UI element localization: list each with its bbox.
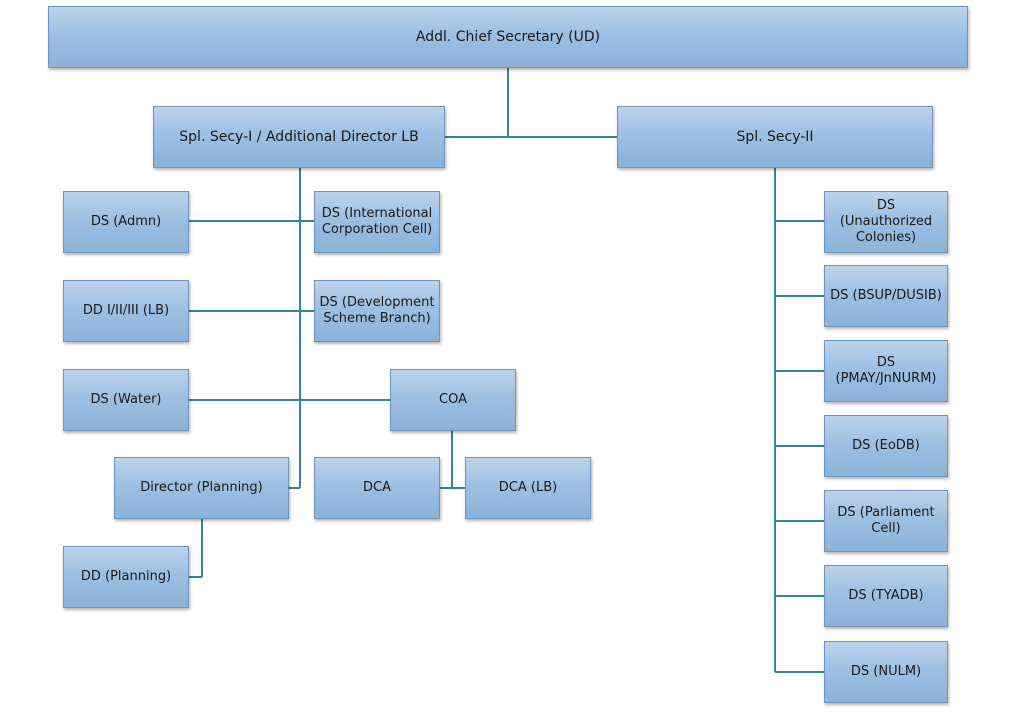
node-spl-secy-1: Spl. Secy-I / Additional Director LB — [153, 106, 445, 168]
node-ds-eodb: DS (EoDB) — [824, 415, 948, 477]
node-ds-bsup-dusib: DS (BSUP/DUSIB) — [824, 265, 948, 327]
node-ds-admn: DS (Admn) — [63, 191, 189, 253]
node-spl-secy-2: Spl. Secy-II — [617, 106, 933, 168]
node-ds-tyadb: DS (TYADB) — [824, 565, 948, 627]
node-ds-unauthorized-colonies: DS (Unauthorized Colonies) — [824, 191, 948, 253]
node-ds-parliament-cell: DS (Parliament Cell) — [824, 490, 948, 552]
node-ds-international-corporation-cell: DS (International Corporation Cell) — [314, 191, 440, 253]
node-director-planning: Director (Planning) — [114, 457, 289, 519]
node-dca: DCA — [314, 457, 440, 519]
node-dd-planning: DD (Planning) — [63, 546, 189, 608]
node-ds-pmay-jnnurm: DS (PMAY/JnNURM) — [824, 340, 948, 402]
node-dca-lb: DCA (LB) — [465, 457, 591, 519]
node-ds-development-scheme-branch: DS (Development Scheme Branch) — [314, 280, 440, 342]
node-ds-water: DS (Water) — [63, 369, 189, 431]
node-addl-chief-secretary: Addl. Chief Secretary (UD) — [48, 6, 968, 68]
node-ds-nulm: DS (NULM) — [824, 641, 948, 703]
node-dd-lb: DD I/II/III (LB) — [63, 280, 189, 342]
node-coa: COA — [390, 369, 516, 431]
